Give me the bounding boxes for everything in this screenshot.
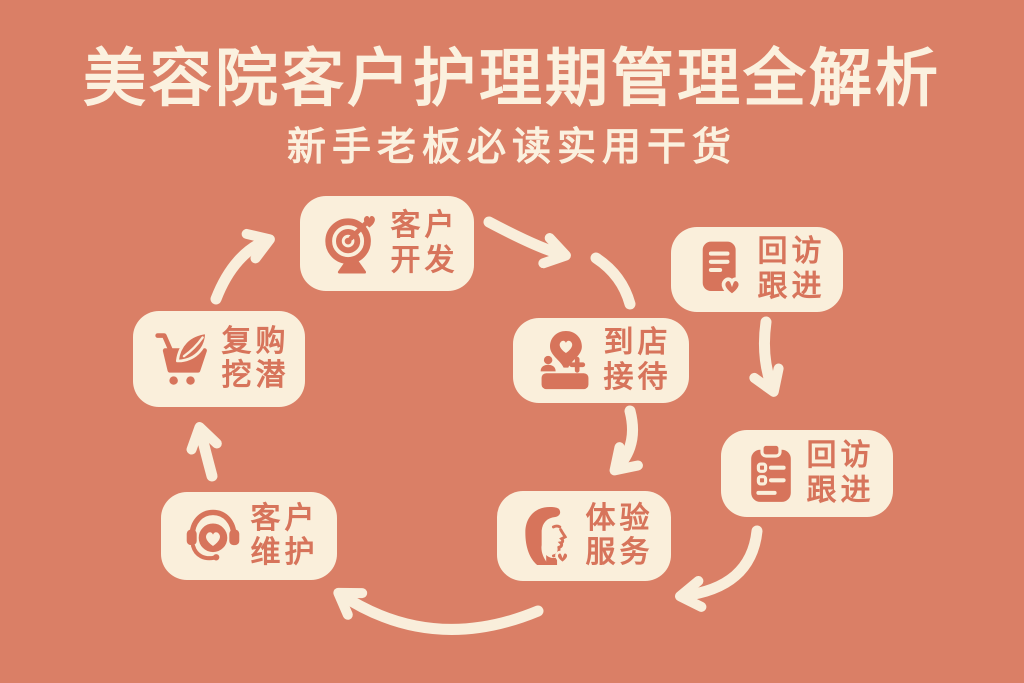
cycle-node-repurchase-mining: 复购 挖潜 xyxy=(133,311,305,407)
woman-face-icon xyxy=(524,507,570,565)
page-title: 美容院客户护理期管理全解析 xyxy=(83,42,941,115)
cycle-node-followup-visit-2: 回访 跟进 xyxy=(721,430,893,517)
node-label: 体验 服务 xyxy=(585,500,654,570)
node-label: 到店 接待 xyxy=(603,325,672,395)
cycle-node-followup-visit-1: 回访 跟进 xyxy=(671,227,843,312)
cycle-node-customer-development: 客户 开发 xyxy=(300,196,474,291)
cycle-node-customer-maintenance: 客户 维护 xyxy=(161,492,337,580)
arrow-dev-to-followup1 xyxy=(483,216,571,269)
node-label: 回访 跟进 xyxy=(806,438,875,508)
node-label: 复购 挖潜 xyxy=(221,323,290,393)
arrow-followup2-to-experience xyxy=(675,525,763,612)
node-label: 回访 跟进 xyxy=(757,234,826,304)
arc-to-reception xyxy=(590,252,636,310)
clipboard-checklist-icon xyxy=(750,442,791,502)
arrow-maintain-to-repurchase xyxy=(186,422,222,482)
arrow-followup1-to-followup2 xyxy=(749,316,784,397)
location-pin-counter-icon xyxy=(540,330,588,389)
headset-heart-icon xyxy=(186,509,239,561)
document-heart-icon xyxy=(702,241,742,298)
target-dart-icon xyxy=(324,215,375,274)
cycle-node-store-reception: 到店 接待 xyxy=(513,318,689,403)
arrow-reception-to-experience xyxy=(609,405,643,476)
node-label: 客户 开发 xyxy=(390,208,459,278)
arrow-repurchase-to-dev xyxy=(210,228,275,305)
node-label: 客户 维护 xyxy=(250,500,319,570)
cart-sprout-icon xyxy=(154,331,208,385)
arrow-experience-to-maintain xyxy=(333,587,544,635)
cycle-node-experience-service: 体验 服务 xyxy=(497,491,671,581)
page-subtitle: 新手老板必读实用干货 xyxy=(286,125,737,170)
